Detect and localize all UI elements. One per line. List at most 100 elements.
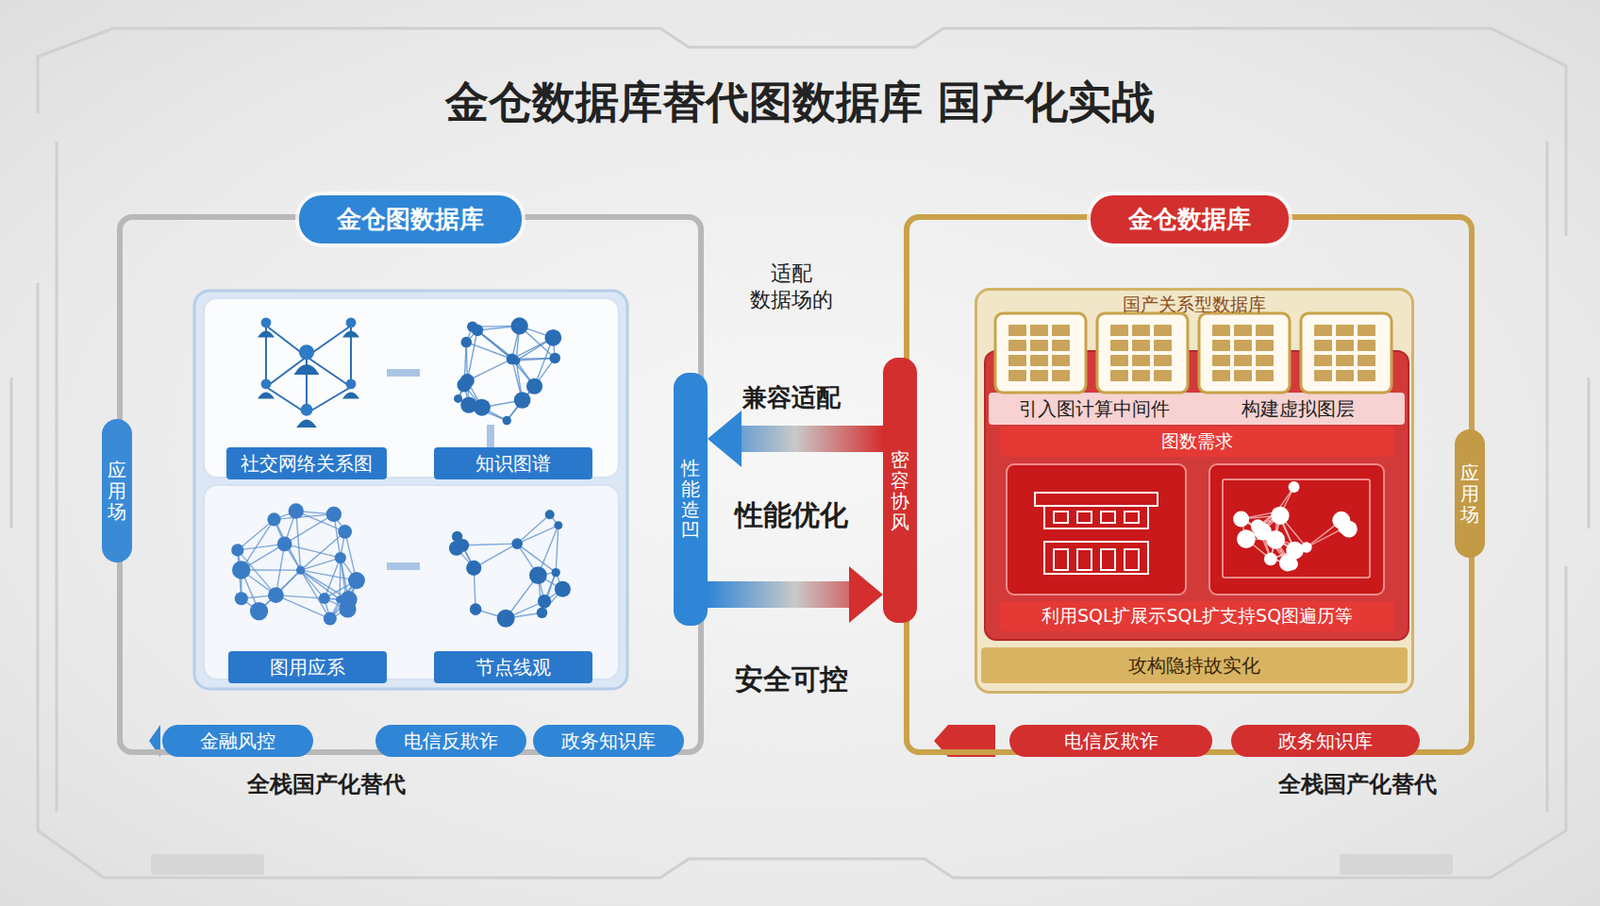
database-panel: 金仓数据库密容协风应用场国产关系型数据库图数需求利用SQL扩展示SQL扩支持SQ… [903, 214, 1475, 755]
graph-node [497, 609, 516, 628]
node-label: 知识图谱 [475, 450, 551, 477]
graph-node [1236, 529, 1256, 549]
inner-box [194, 290, 628, 689]
right-illustration [933, 287, 1415, 757]
graph-node [537, 594, 551, 608]
person-head [261, 378, 272, 389]
table-icon [1199, 313, 1290, 393]
graph-frame [1222, 479, 1370, 578]
scenario-pill: 政务知识库 [533, 724, 684, 757]
table-cell [1212, 324, 1231, 336]
person-body [296, 418, 317, 428]
graph-edge [555, 525, 559, 573]
graph-node [511, 537, 523, 550]
table-cell [1153, 354, 1172, 367]
graph-node [544, 329, 562, 347]
flow-mark [386, 562, 420, 570]
table-cell [1335, 339, 1354, 351]
table-cell [1132, 354, 1150, 367]
table-cell [1110, 324, 1129, 336]
flow-mark [386, 368, 420, 377]
annotation: 引入图计算中间件 [1000, 397, 1189, 421]
icon-square [1006, 464, 1186, 595]
table-cell [1255, 324, 1274, 336]
frame-line [1587, 377, 1591, 529]
red-panel [984, 350, 1409, 640]
graph-node [456, 377, 471, 392]
table-cell [1153, 369, 1172, 382]
table-cell [1357, 339, 1376, 351]
graph-node [551, 567, 561, 577]
frame-line [10, 377, 14, 529]
frame-line [37, 28, 1567, 236]
database-panel: 金仓图数据库应用场社交网络关系图知识图谱图用应系节点线观性能造凹金融风控电信反欺… [116, 214, 704, 755]
scenario-pill: 金融风控 [162, 724, 314, 757]
relational-box: 国产关系型数据库图数需求利用SQL扩展示SQL扩支持SQ图遍历等攻构隐持故实化 [974, 287, 1415, 694]
graph-node [1272, 507, 1282, 517]
table-cell [1233, 324, 1252, 336]
table-cell [1051, 354, 1070, 367]
vertical-label: 应用场 [1460, 462, 1480, 525]
table-frame [1199, 313, 1290, 393]
table-cell [1030, 324, 1049, 336]
table-cell [1314, 354, 1333, 367]
left-illustration [149, 290, 628, 757]
graph-node [348, 571, 366, 589]
graph-node [323, 612, 337, 626]
table-cell [1030, 339, 1049, 351]
graph-node [549, 352, 561, 365]
table-cell [1132, 324, 1150, 336]
network-graph [449, 509, 571, 627]
table-cell [1132, 339, 1150, 351]
table-cell [1357, 354, 1376, 367]
graph-node [326, 506, 342, 522]
table-cell [1357, 369, 1376, 382]
scenario-pill: 政务知识库 [1231, 724, 1420, 757]
graph-node [453, 394, 463, 403]
graph-node [536, 607, 549, 619]
table-cell [1110, 369, 1129, 382]
table-icon [1097, 313, 1188, 393]
person-head [346, 378, 357, 389]
graph-node [554, 581, 571, 598]
person-head [261, 316, 272, 328]
table-cell [1233, 354, 1252, 367]
box-heading: 国产关系型数据库 [977, 292, 1412, 317]
panel-heading: 金仓数据库 [1090, 195, 1289, 244]
person-head [299, 344, 315, 360]
table-cell [1255, 369, 1274, 382]
graph-edge [462, 543, 517, 546]
graph-node [511, 316, 529, 334]
building-window [1053, 549, 1068, 570]
graph-node [529, 566, 548, 584]
graph-node [296, 566, 305, 575]
table-cell [1008, 369, 1027, 382]
table-cell [1008, 324, 1027, 336]
table-cell [1110, 354, 1129, 367]
building-window [1053, 511, 1068, 523]
graph-node [231, 543, 244, 556]
table-cell [1030, 354, 1049, 367]
table-cell [1212, 369, 1231, 382]
building-window [1124, 511, 1139, 523]
summary-bar: 攻构隐持故实化 [981, 647, 1408, 684]
graph-edge [300, 569, 331, 618]
table-cell [1314, 324, 1333, 336]
scene-band: 知识图谱 [433, 447, 593, 480]
graph-node [266, 512, 281, 526]
table-cell [1110, 339, 1129, 351]
building-window [1100, 511, 1116, 523]
scene-band: 社交网络关系图 [226, 447, 387, 480]
node-label: 利用SQL扩展示SQL扩支持SQ图遍历等 [1041, 603, 1353, 629]
graph-edge [284, 514, 334, 545]
graph-node [1233, 510, 1250, 527]
network-graph [1233, 481, 1358, 571]
graph-node [337, 524, 352, 539]
graph-node [277, 536, 293, 552]
node-label: 金融风控 [200, 728, 276, 754]
table-cell [1132, 369, 1150, 382]
scenario-pill: 电信反欺诈 [1009, 724, 1213, 757]
table-icon [1300, 313, 1392, 393]
arrow-shaft [741, 425, 884, 452]
